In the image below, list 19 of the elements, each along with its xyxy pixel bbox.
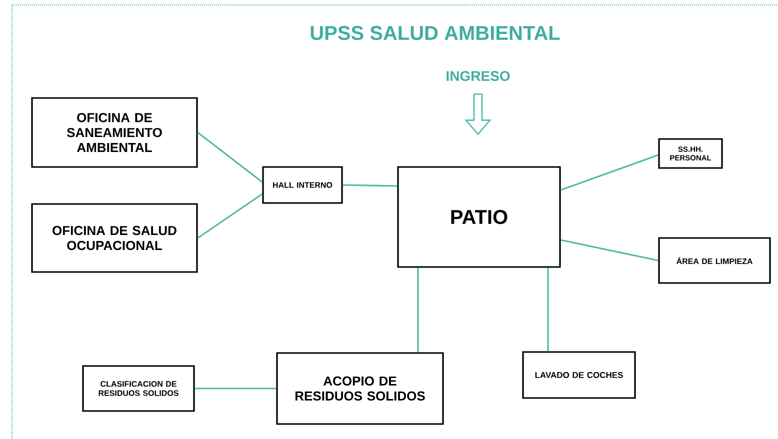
connector-line bbox=[342, 184, 398, 187]
box: OFICINA DE SANEAMIENTO AMBIENTAL bbox=[31, 97, 198, 168]
connector-line bbox=[560, 154, 658, 191]
box: OFICINA DE SALUD OCUPACIONAL bbox=[31, 203, 198, 273]
connector-line bbox=[560, 239, 658, 262]
box: LAVADO DE COCHES bbox=[522, 351, 636, 399]
box: PATIO bbox=[397, 166, 561, 268]
box: ÁREA DE LIMPIEZA bbox=[658, 237, 771, 284]
connector-line bbox=[197, 193, 263, 239]
title: UPSS SALUD AMBIENTAL bbox=[310, 26, 560, 40]
connector-line bbox=[194, 388, 276, 390]
connector-line bbox=[417, 268, 419, 352]
hollow-arrow bbox=[464, 94, 492, 136]
connector-line bbox=[547, 268, 549, 352]
box: CLASIFICACION DE RESIDUOS SOLIDOS bbox=[82, 365, 195, 412]
entrance-label: INGRESO bbox=[446, 71, 510, 81]
connector-line bbox=[197, 132, 263, 183]
box: ACOPIO DE RESIDUOS SOLIDOS bbox=[276, 352, 444, 425]
box: HALL INTERNO bbox=[262, 166, 343, 204]
